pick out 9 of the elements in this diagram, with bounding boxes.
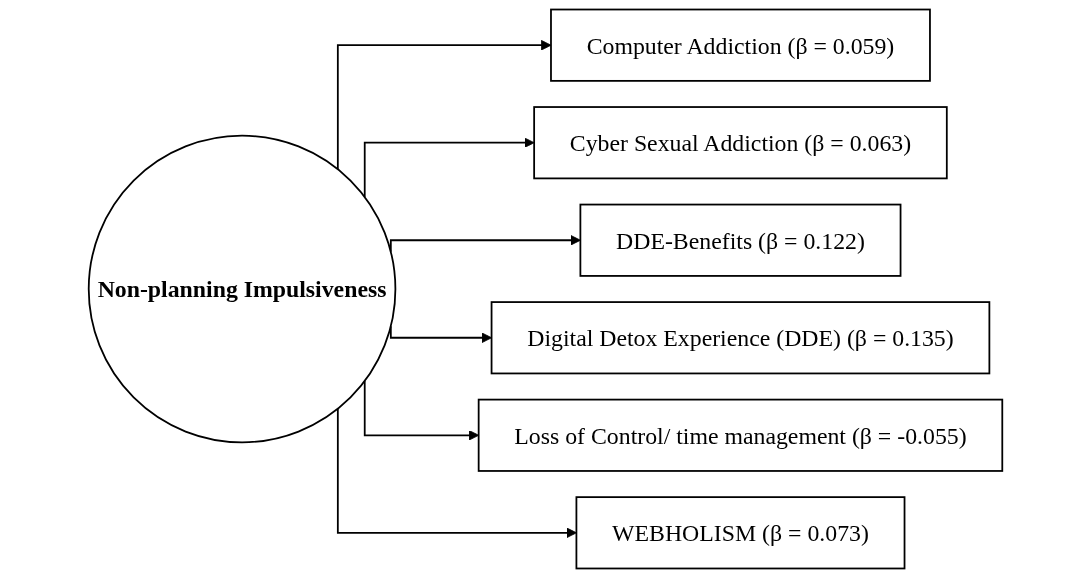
arrow <box>336 407 577 539</box>
node-box: Cyber Sexual Addiction (β = 0.063) <box>533 106 948 180</box>
node-box: DDE-Benefits (β = 0.122) <box>579 203 902 277</box>
node-box: Loss of Control/ time management (β = -0.055) <box>477 398 1004 472</box>
node-box: Computer Addiction (β = 0.059) <box>550 8 931 82</box>
node-box: WEBHOLISM (β = 0.073) <box>575 496 906 570</box>
arrow <box>363 137 535 198</box>
node-circle: Non-planning Impulsiveness <box>87 134 397 444</box>
node-box: Digital Detox Experience (DDE) (β = 0.135) <box>490 301 991 375</box>
